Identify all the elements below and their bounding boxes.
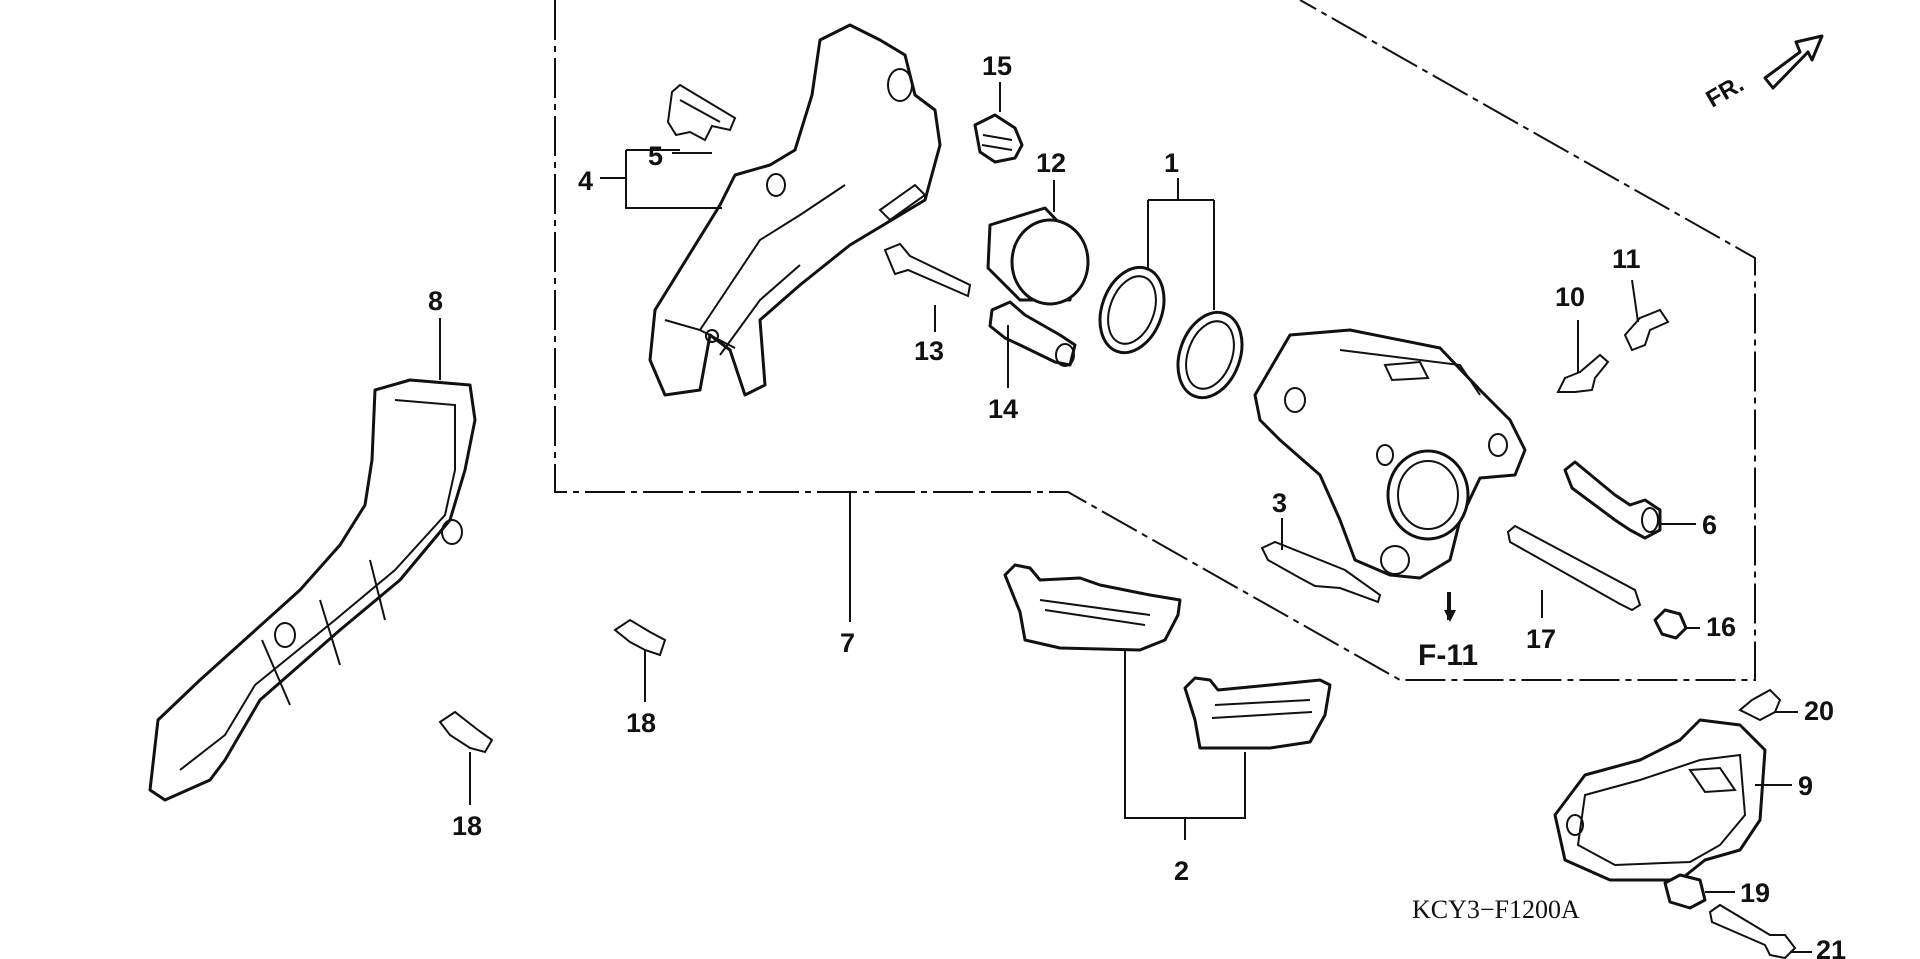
callout-11: 11 [1612, 244, 1641, 274]
part-15-bleeder-cap [973, 113, 1024, 164]
callout-12: 12 [1036, 148, 1066, 178]
reference-label: F-11 [1418, 639, 1478, 672]
callout-14: 14 [988, 394, 1018, 424]
part-21-bolt [1708, 903, 1797, 959]
drawing-code: KCY3−F1200A [1412, 895, 1580, 924]
direction-label: FR. [1702, 70, 1749, 113]
front-direction-arrow-icon: FR. [1702, 34, 1824, 113]
leader-lines [439, 82, 1812, 953]
part-3-pad-spring [1260, 540, 1382, 604]
callout-1: 1 [1164, 148, 1179, 178]
callout-17: 17 [1526, 624, 1556, 654]
part-11-clip [1623, 308, 1670, 352]
callout-18-b: 18 [452, 811, 482, 841]
caliper-assembly-boundary [554, 0, 1756, 681]
callout-4: 4 [578, 166, 593, 196]
callout-15: 15 [982, 51, 1012, 81]
part-16-pin-plug [1653, 608, 1688, 640]
part-9-guard-plate [1553, 718, 1767, 882]
part-6-pin-bolt [1563, 460, 1662, 540]
callout-19: 19 [1740, 878, 1770, 908]
part-20-bolt [1738, 688, 1782, 722]
part-5-pad-spring [666, 83, 737, 142]
callout-5: 5 [648, 141, 663, 171]
callout-6: 6 [1702, 510, 1717, 540]
part-2-brake-pads [1003, 563, 1332, 750]
part-19-collar [1663, 873, 1707, 910]
part-17-pad-pin [1506, 524, 1642, 612]
callout-13: 13 [914, 336, 944, 366]
callout-16: 16 [1706, 612, 1736, 642]
part-14-slide-pin [988, 300, 1077, 367]
part-18-bolt-b [438, 710, 494, 754]
callout-2: 2 [1174, 856, 1189, 886]
callout-21: 21 [1816, 935, 1846, 959]
part-10-bleeder-valve [1556, 353, 1610, 393]
reference-f11: F-11 [1418, 592, 1478, 672]
callout-7: 7 [840, 628, 855, 658]
part-8-guard [148, 378, 477, 802]
callout-3: 3 [1272, 488, 1287, 518]
callout-8: 8 [428, 286, 443, 316]
callout-20: 20 [1804, 696, 1834, 726]
part-4-caliper-bracket [648, 23, 942, 397]
part-12-piston [986, 206, 1090, 306]
part-1-piston-seals [1098, 265, 1244, 400]
callout-18-a: 18 [626, 708, 656, 738]
part-13-pin-bolt [883, 242, 972, 298]
part-18-bolt-a [613, 618, 667, 657]
callout-10: 10 [1555, 282, 1585, 312]
callout-9: 9 [1798, 771, 1813, 801]
caliper-body [1253, 328, 1527, 580]
